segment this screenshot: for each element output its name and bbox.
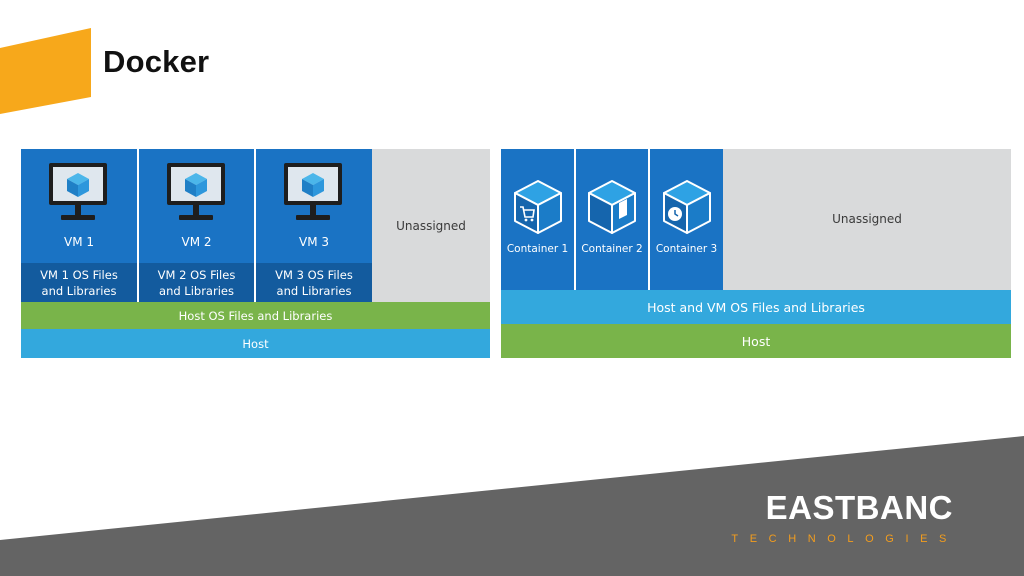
vm-diagram: VM 1 VM 1 OS Files and Libraries VM 2 VM…	[21, 149, 490, 358]
accent-flag	[0, 28, 91, 114]
host-label: Host	[242, 336, 269, 351]
host-layer: Host	[501, 324, 1011, 358]
unassigned-block: Unassigned	[723, 149, 1011, 290]
container-label: Container 1	[506, 243, 569, 255]
vm-label: VM 3	[298, 235, 329, 249]
container-diagram: Container 1 Container 2 Container 3 Unas…	[501, 149, 1011, 358]
container-block: Container 2	[576, 149, 648, 290]
host-os-layer: Host OS Files and Libraries	[21, 302, 490, 329]
vm-os-files-label: VM 3 OS Files and Libraries	[275, 267, 353, 298]
vm-label: VM 2	[181, 235, 212, 249]
container-label: Container 2	[581, 243, 643, 255]
document-cube-icon	[588, 180, 636, 234]
vm-os-files: VM 3 OS Files and Libraries	[256, 263, 372, 302]
vm-block: VM 2	[139, 149, 254, 263]
vm-os-files: VM 2 OS Files and Libraries	[139, 263, 254, 302]
host-label: Host	[741, 333, 771, 349]
vm-os-files-label: VM 1 OS Files and Libraries	[40, 267, 118, 298]
host-vm-os-label: Host and VM OS Files and Libraries	[647, 299, 865, 315]
slide-title: Docker	[103, 44, 210, 79]
vm-os-files-label: VM 2 OS Files and Libraries	[157, 267, 236, 298]
container-block: Container 1	[501, 149, 574, 290]
monitor-cube-icon	[167, 163, 225, 220]
unassigned-block: Unassigned	[372, 149, 490, 302]
monitor-cube-icon	[49, 163, 107, 220]
vm-label: VM 1	[63, 235, 94, 249]
container-block: Container 3	[650, 149, 723, 290]
host-layer: Host	[21, 329, 490, 358]
company-logo-tagline: TECHNOLOGIES	[731, 533, 958, 545]
company-logo: EASTBANC	[765, 489, 953, 526]
vm-os-files: VM 1 OS Files and Libraries	[21, 263, 137, 302]
vm-block: VM 1	[21, 149, 137, 263]
host-os-label: Host OS Files and Libraries	[178, 308, 333, 323]
container-label: Container 3	[655, 243, 718, 255]
host-vm-os-layer: Host and VM OS Files and Libraries	[501, 290, 1011, 324]
clock-cube-icon	[663, 180, 711, 234]
cart-cube-icon	[514, 180, 562, 234]
unassigned-label: Unassigned	[832, 212, 902, 226]
vm-block: VM 3	[256, 149, 372, 263]
unassigned-label: Unassigned	[396, 218, 466, 233]
monitor-cube-icon	[284, 163, 342, 220]
